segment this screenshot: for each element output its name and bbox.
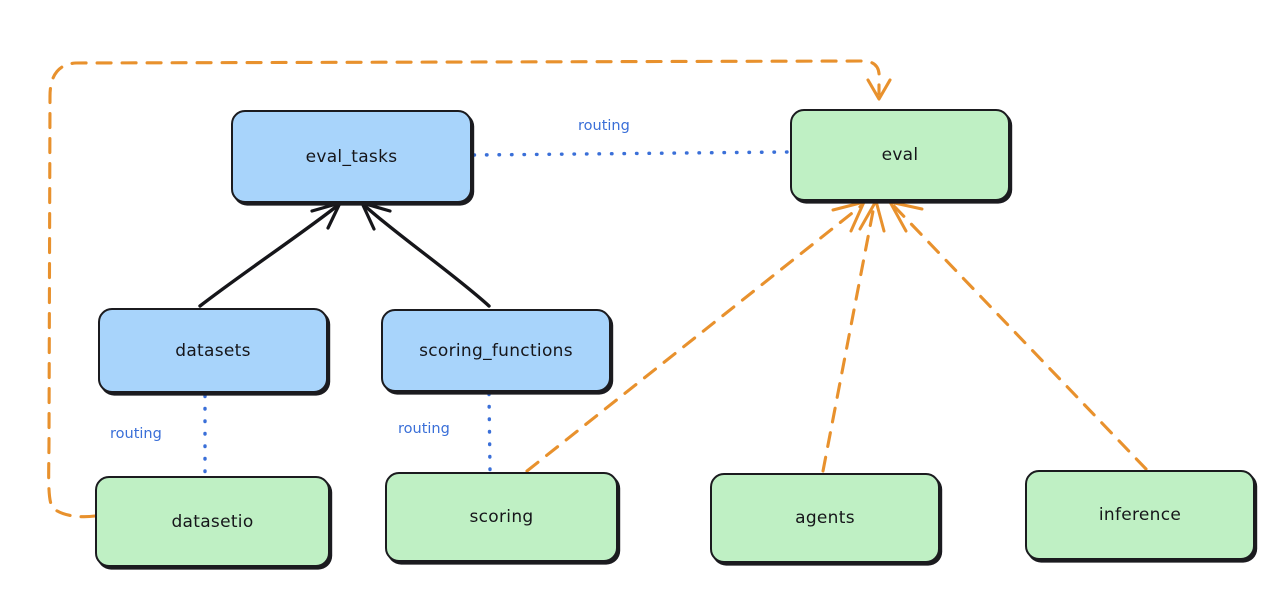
edge-datasets-to-eval_tasks xyxy=(198,201,342,308)
node-label: datasets xyxy=(175,340,251,361)
node-datasetio[interactable]: datasetio xyxy=(95,476,330,567)
edge-scoring_functions-to-eval_tasks xyxy=(360,201,491,308)
edge-label-routing-datasetio: routing xyxy=(110,426,162,442)
node-scoring-functions[interactable]: scoring_functions xyxy=(381,309,611,392)
node-label: scoring_functions xyxy=(419,340,573,361)
node-label: eval_tasks xyxy=(305,146,398,167)
node-eval[interactable]: eval xyxy=(790,109,1010,201)
node-eval-tasks[interactable]: eval_tasks xyxy=(231,110,472,203)
node-label: datasetio xyxy=(171,511,254,532)
edge-eval_tasks-to-eval xyxy=(472,150,790,157)
edge-agents-to-eval xyxy=(821,199,886,473)
node-inference[interactable]: inference xyxy=(1025,470,1255,560)
edge-label-routing-scoring: routing xyxy=(398,421,450,437)
node-agents[interactable]: agents xyxy=(710,473,940,563)
edge-scoring_functions-to-scoring xyxy=(487,392,492,472)
edge-inference-to-eval xyxy=(888,200,1148,471)
node-label: scoring xyxy=(469,507,534,527)
node-label: eval xyxy=(881,145,919,165)
node-scoring[interactable]: scoring xyxy=(385,472,618,562)
node-datasets[interactable]: datasets xyxy=(98,308,328,393)
edge-label-routing-eval: routing xyxy=(578,118,630,134)
node-label: agents xyxy=(795,508,855,528)
node-label: inference xyxy=(1098,505,1182,525)
